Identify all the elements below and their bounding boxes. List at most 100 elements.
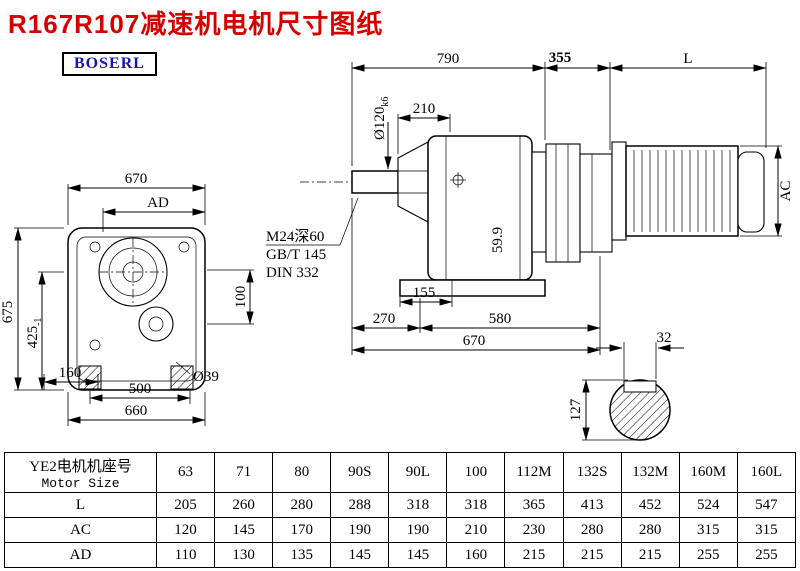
fan-cowl: [737, 151, 765, 233]
secondary-bore: [138, 306, 174, 342]
row-label: AC: [4, 517, 157, 543]
cell: 170: [272, 517, 332, 543]
cell: 215: [504, 542, 564, 568]
shaft-section: 32 127: [568, 330, 684, 441]
foot-pad-right: [170, 365, 194, 390]
keyway: [623, 380, 657, 393]
technical-drawing: 670 AD 675 425-1 100 160 500 660: [0, 50, 794, 441]
cell: 190: [388, 517, 448, 543]
dim-675: 675: [0, 301, 16, 324]
thread-note-line3: DIN 332: [266, 265, 319, 281]
cell: 255: [678, 542, 738, 568]
cell: 255: [736, 542, 797, 568]
cell: 280: [620, 517, 680, 543]
dim-210: 210: [413, 101, 436, 117]
page-title: R167R107减速机电机尺寸图纸: [8, 9, 384, 39]
bolt-hole: [89, 241, 101, 253]
thread-note-line2: GB/T 145: [266, 247, 326, 263]
cell: 210: [446, 517, 506, 543]
gearbox-housing: [427, 135, 533, 281]
row-label: AD: [4, 542, 157, 568]
dim-59-9: 59.9: [490, 227, 506, 253]
dim-670-top: 670: [125, 171, 148, 187]
front-view-dimensions: 670 AD 675 425-1 100 160 500 660: [0, 171, 254, 426]
mounting-base: [399, 279, 546, 297]
dim-100: 100: [233, 286, 249, 309]
dim-670-side: 670: [463, 333, 486, 349]
cell: 365: [504, 492, 564, 518]
cell: 120: [155, 517, 216, 543]
col-header: 90L: [388, 452, 448, 493]
dim-AD: AD: [147, 195, 169, 211]
dim-shaft-diameter: Ø120k6: [372, 97, 391, 140]
bolt-hole: [89, 339, 101, 351]
motor-size-header: YE2电机机座号 Motor Size: [4, 452, 157, 493]
dim-155: 155: [413, 285, 436, 301]
cell: 280: [562, 517, 622, 543]
cell: 315: [678, 517, 738, 543]
input-shaft: [351, 170, 399, 194]
cell: 318: [446, 492, 506, 518]
side-view-dimensions: 790 355 L Ø120k6 210 M24深60 GB/T 145 DIN…: [266, 50, 794, 355]
col-header: 132M: [620, 452, 680, 493]
cell: 190: [330, 517, 390, 543]
cell: 452: [620, 492, 680, 518]
col-header: 80: [272, 452, 332, 493]
cell: 145: [388, 542, 448, 568]
cell: 230: [504, 517, 564, 543]
table-row-AD: AD 110 130 135 145 145 160 215 215 215 2…: [4, 542, 797, 568]
row-label: L: [4, 492, 157, 518]
cell: 145: [330, 542, 390, 568]
thread-note-line1: M24深60: [266, 228, 324, 245]
table-header-row: YE2电机机座号 Motor Size 63 71 80 90S 90L 100…: [4, 452, 797, 493]
table-row-AC: AC 120 145 170 190 190 210 230 280 280 3…: [4, 517, 797, 543]
col-header: 63: [155, 452, 216, 493]
dim-160: 160: [59, 365, 82, 381]
adapter-flange-2: [545, 143, 581, 263]
col-header: 90S: [330, 452, 390, 493]
cell: 318: [388, 492, 448, 518]
motor-end-bell: [611, 141, 627, 241]
cell: 524: [678, 492, 738, 518]
cell: 145: [214, 517, 274, 543]
dim-L: L: [683, 51, 692, 67]
cell: 288: [330, 492, 390, 518]
motor-size-header-en: Motor Size: [41, 475, 120, 491]
adapter-flange-1: [531, 151, 547, 253]
brand-logo: BOSERL: [62, 52, 157, 76]
cell: 110: [155, 542, 216, 568]
motor-fins: [633, 150, 731, 232]
dim-790: 790: [437, 51, 460, 67]
cell: 280: [272, 492, 332, 518]
col-header: 71: [214, 452, 274, 493]
dim-270: 270: [373, 311, 396, 327]
shaft-section-circle: [609, 379, 671, 441]
cell: 215: [562, 542, 622, 568]
dim-127: 127: [568, 398, 584, 421]
col-header: 112M: [504, 452, 564, 493]
bolt-hole: [178, 241, 190, 253]
input-bell: [397, 141, 429, 223]
dim-660: 660: [125, 403, 148, 419]
col-header: 100: [446, 452, 506, 493]
dim-580: 580: [489, 311, 512, 327]
cell: 315: [736, 517, 797, 543]
motor-size-table: YE2电机机座号 Motor Size 63 71 80 90S 90L 100…: [4, 452, 797, 568]
dim-500: 500: [129, 381, 152, 397]
cell: 135: [272, 542, 332, 568]
front-view-outline: [67, 227, 206, 391]
dim-355: 355: [549, 50, 572, 66]
dim-425: 425-1: [25, 318, 44, 349]
cell: 215: [620, 542, 680, 568]
dim-AC: AC: [778, 181, 794, 202]
table-row-L: L 205 260 280 288 318 318 365 413 452 52…: [4, 492, 797, 518]
cell: 413: [562, 492, 622, 518]
col-header: 160M: [678, 452, 738, 493]
dim-39: Ø39: [193, 369, 219, 385]
col-header: 160L: [736, 452, 797, 493]
cell: 260: [214, 492, 274, 518]
adapter-flange-3: [579, 153, 613, 253]
col-header: 132S: [562, 452, 622, 493]
cell: 160: [446, 542, 506, 568]
cell: 130: [214, 542, 274, 568]
